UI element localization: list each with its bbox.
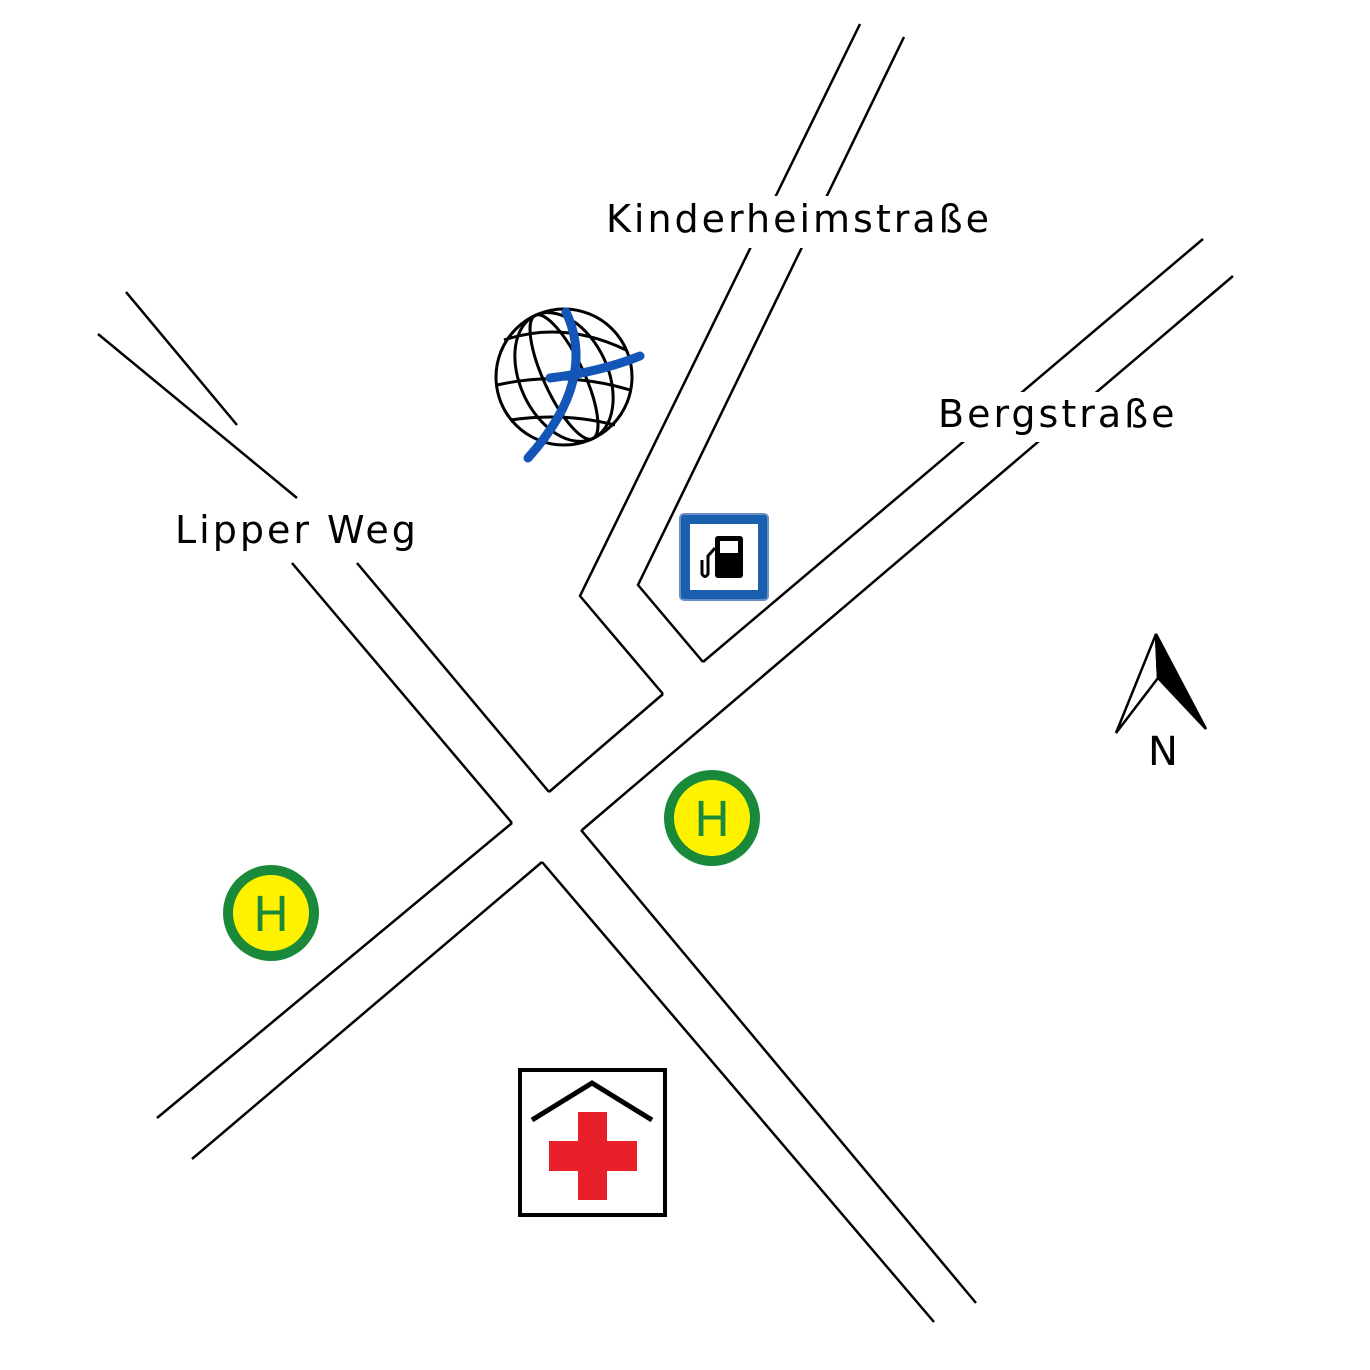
lipper-weg-edge-2c <box>580 829 977 1304</box>
medical-house-icon <box>518 1068 667 1217</box>
bergstrasse-edge-2a <box>581 275 1234 831</box>
bus-stop-icon: H <box>223 865 319 961</box>
kinderheimstrasse-edge-2 <box>636 36 906 663</box>
lipper-weg-edge-2a <box>97 333 298 499</box>
lipper-weg-edge-1b <box>291 562 513 824</box>
label-bg-lipper-weg <box>170 505 454 557</box>
lipper-weg-edge-1c <box>541 861 935 1323</box>
fuel-station-icon <box>679 513 769 601</box>
north-label: N <box>1148 729 1178 775</box>
bergstrasse-edge-1c <box>156 822 513 1119</box>
street-label-kinderheimstrasse: Kinderheimstraße <box>606 197 992 241</box>
label-bg-kinderheimstrasse <box>600 196 1042 248</box>
bergstrasse-edge-2b <box>191 861 543 1160</box>
bus-stop-letter: H <box>253 887 289 943</box>
street-label-bergstrasse: Bergstraße <box>938 392 1177 436</box>
label-bg-bergstrasse <box>932 392 1188 442</box>
bergstrasse-edge-1b <box>548 693 664 793</box>
north-arrow-icon: N <box>1114 633 1208 775</box>
street-label-lipper-weg: Lipper Weg <box>175 508 419 552</box>
lipper-weg-edge-2b <box>356 562 550 793</box>
lipper-weg-edge-1a <box>125 291 238 426</box>
bus-stop-icon: H <box>664 770 760 866</box>
bergstrasse-edge-1a <box>702 238 1204 663</box>
globe-logo-icon <box>494 307 645 463</box>
bus-stop-letter: H <box>694 792 730 848</box>
